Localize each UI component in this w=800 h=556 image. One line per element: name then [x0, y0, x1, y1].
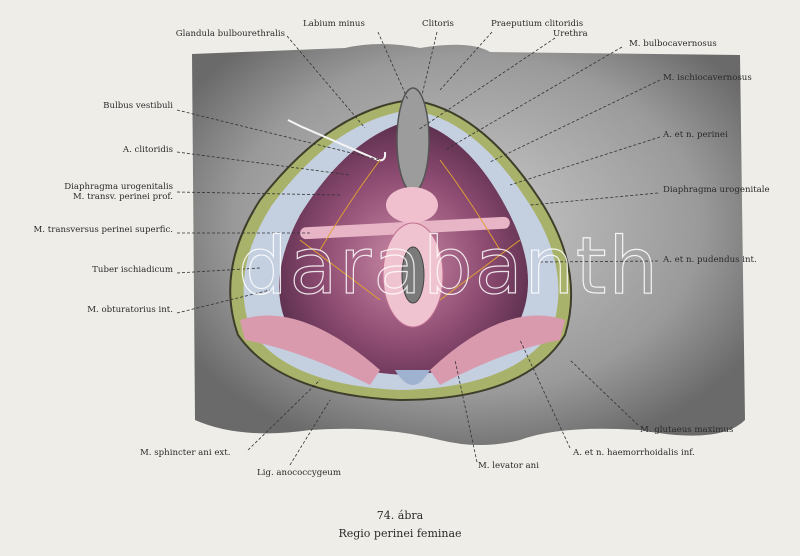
glutaeus-left [240, 315, 380, 385]
figure-number: 74. ábra [376, 509, 424, 522]
label-clitoris: Clitoris [422, 19, 454, 29]
label-a-et-n-pudendus-int: A. et n. pudendus int. [663, 255, 757, 265]
figure-title: Regio perinei feminae [338, 527, 462, 540]
label-bulbus-vestibuli: Bulbus vestibuli [103, 101, 173, 111]
coccyx-region [395, 370, 430, 385]
label-m-sphincter-ani-ext: M. sphincter ani ext. [140, 448, 231, 458]
label-diaphragma-urogenitale: Diaphragma urogenitale [663, 185, 770, 195]
label-labium-minus: Labium minus [303, 19, 365, 29]
label-a-clitoridis: A. clitoridis [122, 145, 173, 155]
label-lig-anococcygeum: Lig. anococcygeum [257, 468, 341, 478]
label-urethra: Urethra [553, 29, 588, 39]
vulva [396, 87, 430, 193]
leader-lines [176, 31, 661, 466]
label-diaphragma-urogenitalis: Diaphragma urogenitalis [64, 182, 173, 192]
label-m-glutaeus-maximus: M. glutaeus maximus [640, 425, 734, 435]
label-m-levator-ani: M. levator ani [478, 461, 539, 471]
watermark: darabanth [237, 221, 660, 312]
label-m-ischiocavernosus: M. ischiocavernosus [663, 73, 752, 83]
vessels-nerves [299, 159, 521, 301]
urogenital-center [386, 187, 438, 223]
label-m-obturatorius-int: M. obturatorius int. [87, 305, 173, 315]
label-m-transv-perinei-prof: M. transv. perinei prof. [72, 192, 173, 202]
label-m-bulbocavernosus: M. bulbocavernosus [629, 39, 717, 49]
hook-instrument-icon [287, 119, 387, 162]
label-tuber-ischiadicum: Tuber ischiadicum [92, 265, 173, 275]
label-m-transversus-perinei-superfic: M. transversus perinei superfic. [33, 225, 174, 235]
label-praeputium-clitoridis: Praeputium clitoridis [491, 19, 584, 29]
label-a-et-n-haemorrhoidalis-inf: A. et n. haemorrhoidalis inf. [573, 448, 695, 458]
label-glandula-bulbourethralis: Glandula bulbourethralis [175, 29, 285, 39]
anus [401, 246, 425, 304]
label-a-et-n-perinei: A. et n. perinei [663, 130, 728, 140]
glutaeus-right [430, 315, 565, 385]
